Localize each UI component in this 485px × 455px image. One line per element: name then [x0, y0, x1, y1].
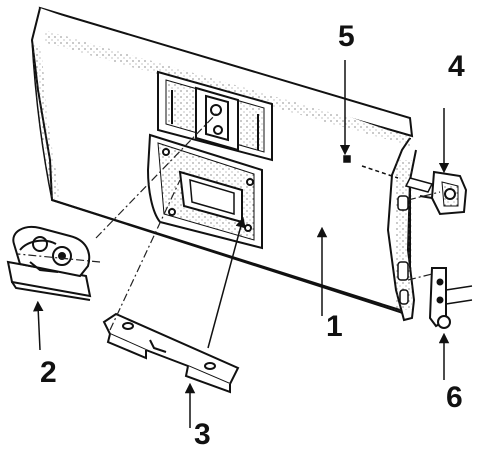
callout-label-2: 2: [40, 356, 57, 389]
handle-recess: [146, 133, 263, 250]
callout-label-6: 6: [446, 381, 463, 414]
pin-bolt: [343, 155, 434, 193]
callout-arrows: [32, 60, 450, 428]
leader-lines: [17, 111, 441, 331]
handle-bracket: [102, 312, 240, 394]
hinge-clip: [419, 170, 468, 216]
retainer-bracket: [428, 267, 473, 329]
callout-label-5: 5: [338, 20, 355, 53]
callout-arrow-2: [32, 300, 44, 351]
panel-slots: [397, 195, 409, 305]
latch-assembly: [6, 226, 92, 301]
callout-label-4: 4: [448, 50, 465, 83]
callout-label-1: 1: [326, 310, 343, 343]
callout-arrow-3b: [207, 216, 246, 349]
callout-label-3: 3: [194, 418, 211, 451]
inner-latch-mechanism: [157, 70, 273, 162]
